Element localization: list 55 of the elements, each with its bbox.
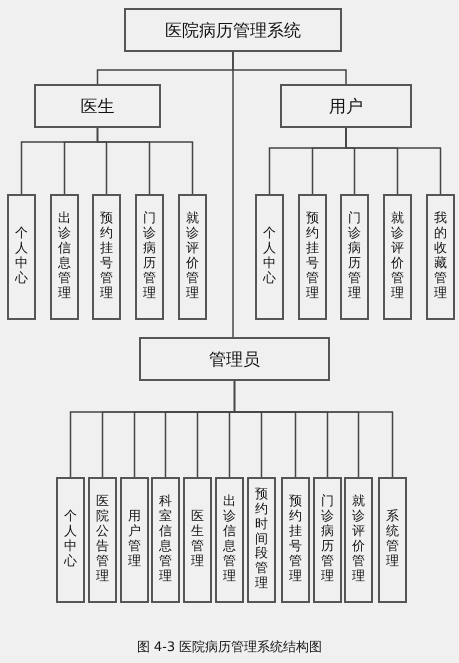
module-box <box>383 194 412 320</box>
module-box <box>50 194 79 320</box>
module-box <box>178 194 207 320</box>
node-label: 就诊评价管理 <box>391 212 404 302</box>
module-box <box>426 194 455 320</box>
module-box <box>344 477 373 603</box>
node-label: 出诊信息管理 <box>58 212 71 302</box>
node-label: 出诊信息管理 <box>223 495 236 585</box>
node-label: 用户管理 <box>128 510 141 570</box>
role-box <box>124 8 342 52</box>
module-box <box>313 477 342 603</box>
node-label: 门诊病历管理 <box>143 212 156 302</box>
module-box <box>215 477 244 603</box>
node-label: 个人中心 <box>263 227 276 287</box>
node-label: 个人中心 <box>64 510 77 570</box>
node-label: 医生 <box>80 96 114 118</box>
connector-line <box>345 128 442 194</box>
module-box <box>298 194 327 320</box>
module-box <box>255 194 284 320</box>
module-box <box>88 477 117 603</box>
node-label: 我的收藏管理 <box>434 212 447 302</box>
node-label: 门诊病历管理 <box>321 495 334 585</box>
node-label: 预约挂号管理 <box>306 212 319 302</box>
role-box <box>280 84 412 128</box>
node-label: 管理员 <box>209 348 260 370</box>
node-label: 医生管理 <box>191 510 204 570</box>
node-label: 预约挂号管理 <box>100 212 113 302</box>
node-label: 预约时间段管理 <box>255 488 268 592</box>
module-box <box>247 477 276 603</box>
node-label: 就诊评价管理 <box>186 212 199 302</box>
node-label: 系统管理 <box>386 510 399 570</box>
node-label: 医院公告管理 <box>96 495 109 585</box>
node-label: 个人中心 <box>15 227 28 287</box>
module-box <box>340 194 369 320</box>
connector-line <box>234 381 394 477</box>
node-label: 预约挂号管理 <box>289 495 302 585</box>
module-box <box>135 194 164 320</box>
node-label: 就诊评价管理 <box>352 495 365 585</box>
node-label: 科室信息管理 <box>159 495 172 585</box>
module-box <box>378 477 407 603</box>
node-label: 用户 <box>329 96 363 118</box>
role-box <box>34 84 161 128</box>
figure-caption: 图 4-3 医院病历管理系统结构图 <box>136 639 324 656</box>
connector-line <box>96 128 194 194</box>
node-label: 门诊病历管理 <box>348 212 361 302</box>
module-box <box>281 477 310 603</box>
module-box <box>183 477 212 603</box>
module-box <box>120 477 149 603</box>
node-label: 医院病历管理系统 <box>165 20 301 42</box>
connector-line <box>232 52 234 337</box>
role-box <box>139 337 330 381</box>
module-box <box>56 477 85 603</box>
module-box <box>151 477 180 603</box>
module-box <box>7 194 36 320</box>
module-box <box>92 194 121 320</box>
